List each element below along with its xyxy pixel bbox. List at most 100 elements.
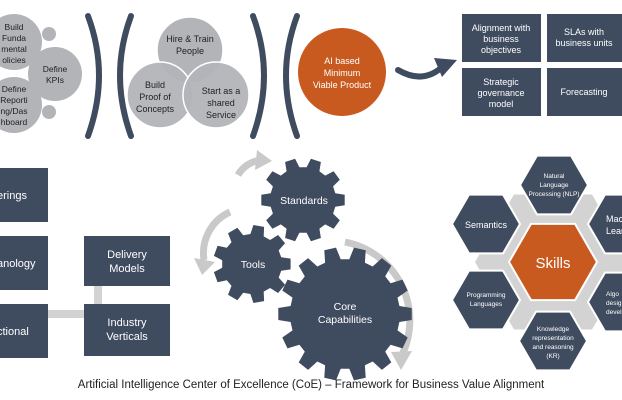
policies-line-3: mental bbox=[1, 44, 27, 54]
delivery-models-box bbox=[84, 236, 170, 286]
gear-cycle-arrow-left bbox=[199, 208, 232, 261]
venn-service-line-1: Start as a bbox=[202, 86, 241, 96]
core-capabilities-gear bbox=[278, 247, 412, 381]
venn-proof-line-1: Build bbox=[145, 80, 165, 90]
bracket-arcs bbox=[85, 13, 300, 139]
policies-group: Build Funda mental olicies Define KPIs D… bbox=[0, 14, 82, 133]
outcome-governance-line-3: model bbox=[489, 99, 514, 109]
mvp-arrow-head bbox=[434, 58, 457, 77]
nlp-line-1: Natural bbox=[544, 173, 566, 180]
programming-languages-hexagon bbox=[450, 269, 522, 331]
standards-gear bbox=[261, 158, 345, 242]
technology-label: anology bbox=[0, 258, 36, 270]
outcome-alignment-line-2: business bbox=[483, 34, 519, 44]
venn-service-circle bbox=[182, 61, 250, 129]
mvp-arrow bbox=[395, 58, 457, 80]
delivery-line-2: Models bbox=[109, 263, 145, 275]
outcome-governance-line-1: Strategic bbox=[483, 77, 519, 87]
delivery-line-1: Delivery bbox=[107, 249, 147, 261]
venn-hire-line-1: Hire & Train bbox=[166, 34, 214, 44]
gear-cycle-arrow-top-head bbox=[255, 150, 272, 170]
kr-line-2: representation bbox=[532, 335, 574, 342]
reporting-line-2: Reporti bbox=[0, 95, 28, 105]
industry-line-2: Verticals bbox=[106, 331, 148, 343]
skills-center-hexagon bbox=[507, 222, 599, 302]
connector-delivery-industry bbox=[94, 286, 102, 304]
bracket-left-2 bbox=[283, 13, 300, 139]
small-dot-top bbox=[42, 27, 56, 41]
define-kpis-circle bbox=[28, 47, 82, 101]
tools-label: Tools bbox=[241, 259, 266, 271]
functional-label: ctional bbox=[0, 326, 29, 338]
algo-line-2: desig bbox=[606, 300, 622, 307]
offerings-box bbox=[0, 168, 48, 222]
reporting-line-4: hboard bbox=[1, 117, 28, 127]
outcome-alignment-line-3: objectives bbox=[481, 45, 522, 55]
semantics-label: Semantics bbox=[465, 220, 508, 230]
outcome-alignment-line-1: Alignment with bbox=[472, 23, 531, 33]
ai-mvp-line-2: Minimum bbox=[324, 68, 361, 78]
skills-cluster: Skills Natural Language Processing (NLP)… bbox=[450, 154, 622, 372]
outcome-slas-box bbox=[547, 14, 622, 62]
kr-line-3: and reasoning bbox=[532, 344, 574, 351]
ai-mvp-line-3: Viable Product bbox=[313, 80, 372, 90]
policies-line-2: Funda bbox=[2, 33, 26, 43]
bracket-left-1 bbox=[117, 13, 134, 139]
tools-gear bbox=[213, 225, 291, 303]
venn-proof-line-3: Concepts bbox=[136, 104, 175, 114]
kr-line-1: Knowledge bbox=[537, 326, 570, 333]
algo-line-1: Algo bbox=[606, 291, 619, 298]
machine-learning-hexagon bbox=[586, 193, 622, 255]
ml-line-2: Lear bbox=[606, 226, 622, 236]
technology-box bbox=[0, 236, 48, 290]
mvp-arrow-shaft bbox=[395, 65, 444, 80]
core-line-2: Capabilities bbox=[318, 314, 372, 326]
nlp-line-3: Processing (NLP) bbox=[529, 191, 580, 198]
nlp-hexagon bbox=[518, 154, 590, 216]
connector-functional-industry bbox=[48, 310, 84, 318]
policies-line-1: Build bbox=[5, 22, 24, 32]
gears-group: Standards Tools Core Capabilities bbox=[194, 150, 414, 381]
gear-cycle-arrow-left-head bbox=[194, 258, 215, 275]
outcome-slas-line-1: SLAs with bbox=[564, 27, 604, 37]
venn-proof-line-2: Proof of bbox=[139, 92, 171, 102]
ml-line-1: Mac bbox=[606, 214, 622, 224]
industry-verticals-box bbox=[84, 304, 170, 356]
small-dot-bottom bbox=[42, 105, 56, 119]
build-policies-circle bbox=[0, 14, 42, 70]
outcome-governance-line-2: governance bbox=[477, 88, 524, 98]
industry-line-1: Industry bbox=[107, 317, 147, 329]
algorithm-design-hexagon bbox=[586, 271, 622, 333]
skills-center-label: Skills bbox=[535, 255, 570, 272]
outcome-slas-line-2: business units bbox=[555, 38, 613, 48]
reporting-line-3: ng/Das bbox=[1, 106, 28, 116]
venn-hire-line-2: People bbox=[176, 46, 204, 56]
outcome-forecasting-label: Forecasting bbox=[560, 87, 607, 97]
programming-line-1: Programming bbox=[466, 292, 505, 299]
outcome-governance-box bbox=[462, 68, 541, 116]
knowledge-representation-hexagon bbox=[517, 310, 589, 372]
kr-line-4: (KR) bbox=[546, 353, 559, 360]
algo-line-3: devel bbox=[606, 309, 622, 316]
kpis-line-1: Define bbox=[43, 64, 68, 74]
bracket-right-2 bbox=[250, 13, 267, 139]
programming-line-2: Languages bbox=[470, 301, 503, 308]
semantics-hexagon bbox=[450, 193, 522, 255]
ai-mvp: AI based Minimum Viable Product bbox=[298, 28, 386, 116]
outcome-forecasting-box bbox=[547, 68, 622, 116]
offerings-label: erings bbox=[0, 190, 27, 202]
reporting-line-1: Define bbox=[2, 84, 27, 94]
venn-service-line-2: shared bbox=[207, 98, 235, 108]
venn-service-line-3: Service bbox=[206, 110, 236, 120]
gear-cycle-arrow-right-head bbox=[391, 351, 412, 370]
define-reporting-circle bbox=[0, 77, 42, 133]
nlp-line-2: Language bbox=[540, 182, 569, 189]
ai-mvp-line-1: AI based bbox=[324, 56, 360, 66]
outcome-boxes: Alignment with business objectives SLAs … bbox=[462, 14, 622, 116]
bracket-right-1 bbox=[85, 13, 102, 139]
kpis-line-2: KPIs bbox=[46, 75, 64, 85]
core-line-1: Core bbox=[334, 301, 357, 313]
policies-line-4: olicies bbox=[2, 55, 26, 65]
standards-label: Standards bbox=[280, 195, 328, 207]
